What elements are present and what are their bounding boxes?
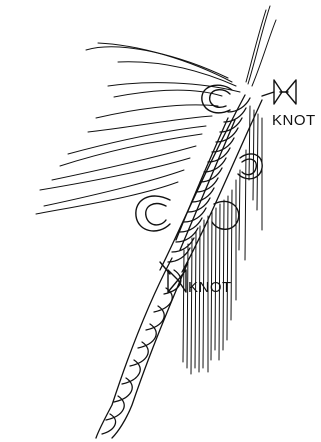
loop-lower-left [136,196,170,231]
knot-label-top: KNOT [272,112,316,129]
loop-right [238,154,262,179]
loose-fibers-top [246,6,276,86]
knot-marker-top [262,80,296,104]
knot-label-bottom: KNOT [188,279,232,296]
